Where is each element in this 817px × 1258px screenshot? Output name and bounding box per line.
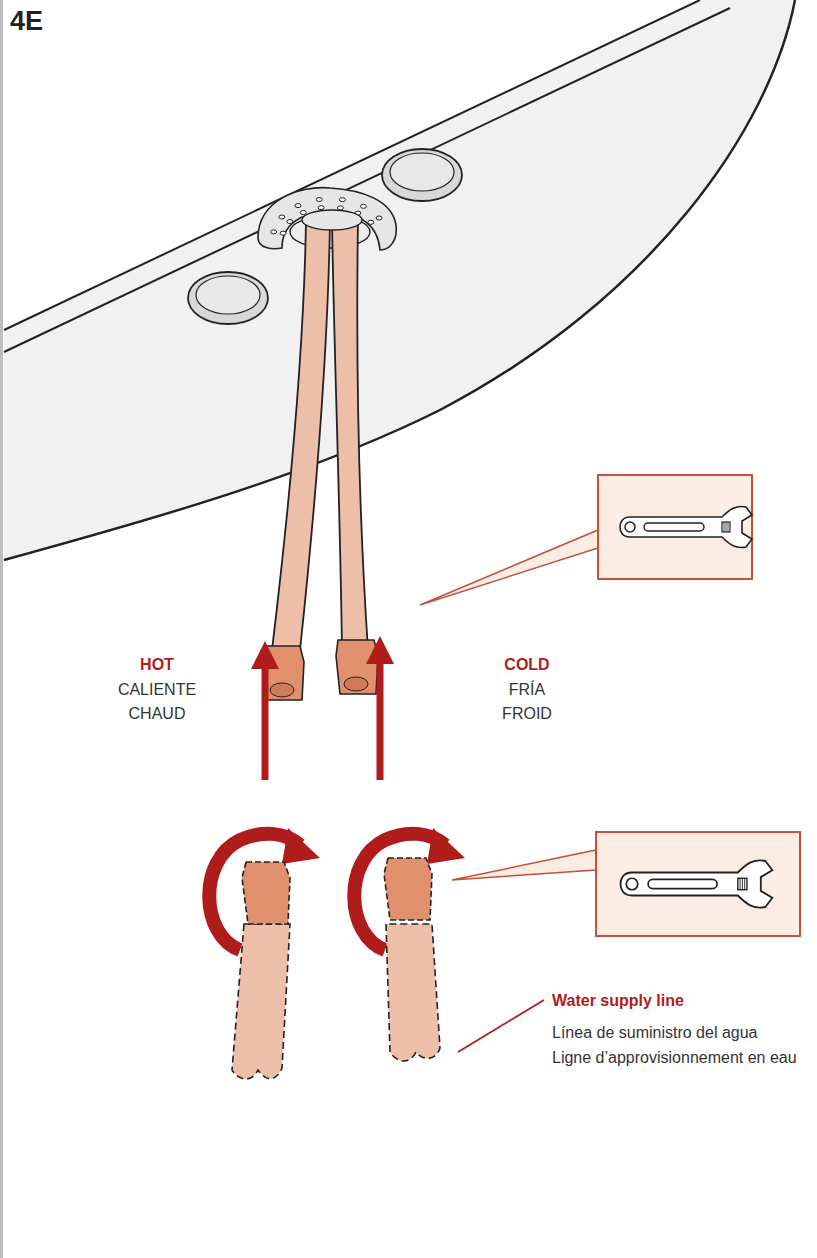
temperature-label: CALIENTE bbox=[118, 680, 196, 701]
temperature-label: FRÍA bbox=[509, 680, 545, 701]
temperature-label: HOT bbox=[140, 655, 174, 676]
temperature-label: COLD bbox=[504, 655, 549, 676]
temperature-label: FROID bbox=[502, 704, 552, 725]
part-name: Water supply line bbox=[552, 991, 684, 1012]
temperature-label: CHAUD bbox=[129, 704, 186, 725]
step-number: 4E bbox=[10, 4, 43, 39]
part-name: Ligne d’approvisionnement en eau bbox=[552, 1048, 802, 1069]
part-name: Línea de suministro del agua bbox=[552, 1023, 757, 1044]
